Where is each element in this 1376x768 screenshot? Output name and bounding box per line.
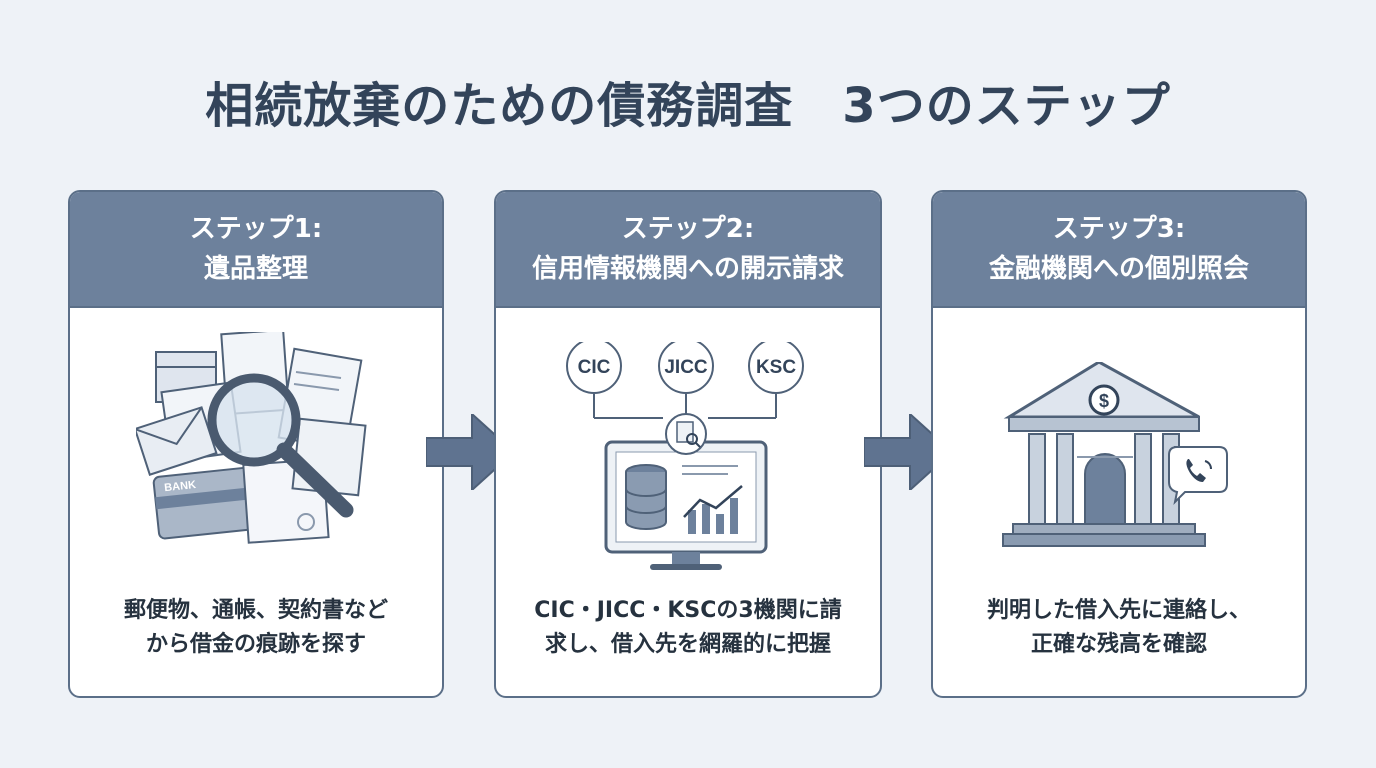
agency-jicc: JICC bbox=[658, 342, 714, 394]
step-3-title: 金融機関への個別照会 bbox=[988, 254, 1249, 284]
agency-cic: CIC bbox=[566, 342, 622, 394]
step-2-title: 信用情報機関への開示請求 bbox=[531, 254, 844, 284]
step-2-header: ステップ2: 信用情報機関への開示請求 bbox=[496, 192, 880, 308]
step-1-description: 郵便物、通帳、契約書など から借金の痕跡を探す bbox=[123, 598, 388, 657]
step-1-header: ステップ1: 遺品整理 bbox=[70, 192, 442, 308]
step-1-label: ステップ1: bbox=[189, 214, 323, 244]
step-3-description: 判明した借入先に連絡し、 正確な残高を確認 bbox=[986, 598, 1251, 657]
step-card-1: ステップ1: 遺品整理 BANK bbox=[68, 190, 444, 698]
bank-building-phone-icon: $ bbox=[933, 362, 1305, 622]
step-2-description: CIC・JICC・KSCの3機関に請 求し、借入先を網羅的に把握 bbox=[534, 598, 842, 657]
step-3-label: ステップ3: bbox=[1052, 214, 1186, 244]
arrow-right-icon bbox=[426, 414, 516, 490]
step-2-label: ステップ2: bbox=[621, 214, 755, 244]
step-card-2: ステップ2: 信用情報機関への開示請求 CIC JICC KSC bbox=[494, 190, 882, 698]
step-card-3: ステップ3: 金融機関への個別照会 $ 判明した借入先に連絡し bbox=[931, 190, 1307, 698]
step-3-header: ステップ3: 金融機関への個別照会 bbox=[933, 192, 1305, 308]
svg-text:KSC: KSC bbox=[756, 357, 796, 378]
svg-text:CIC: CIC bbox=[578, 357, 611, 378]
computer-database-icon: CIC JICC KSC bbox=[496, 342, 880, 602]
svg-text:JICC: JICC bbox=[664, 357, 708, 378]
bank-card-label: BANK bbox=[164, 479, 197, 494]
svg-text:$: $ bbox=[1099, 391, 1109, 411]
documents-magnifier-icon: BANK bbox=[70, 332, 442, 592]
diagram-title: 相続放棄のための債務調査 3つのステップ bbox=[205, 78, 1171, 134]
step-1-title: 遺品整理 bbox=[203, 254, 308, 284]
agency-ksc: KSC bbox=[748, 342, 804, 394]
